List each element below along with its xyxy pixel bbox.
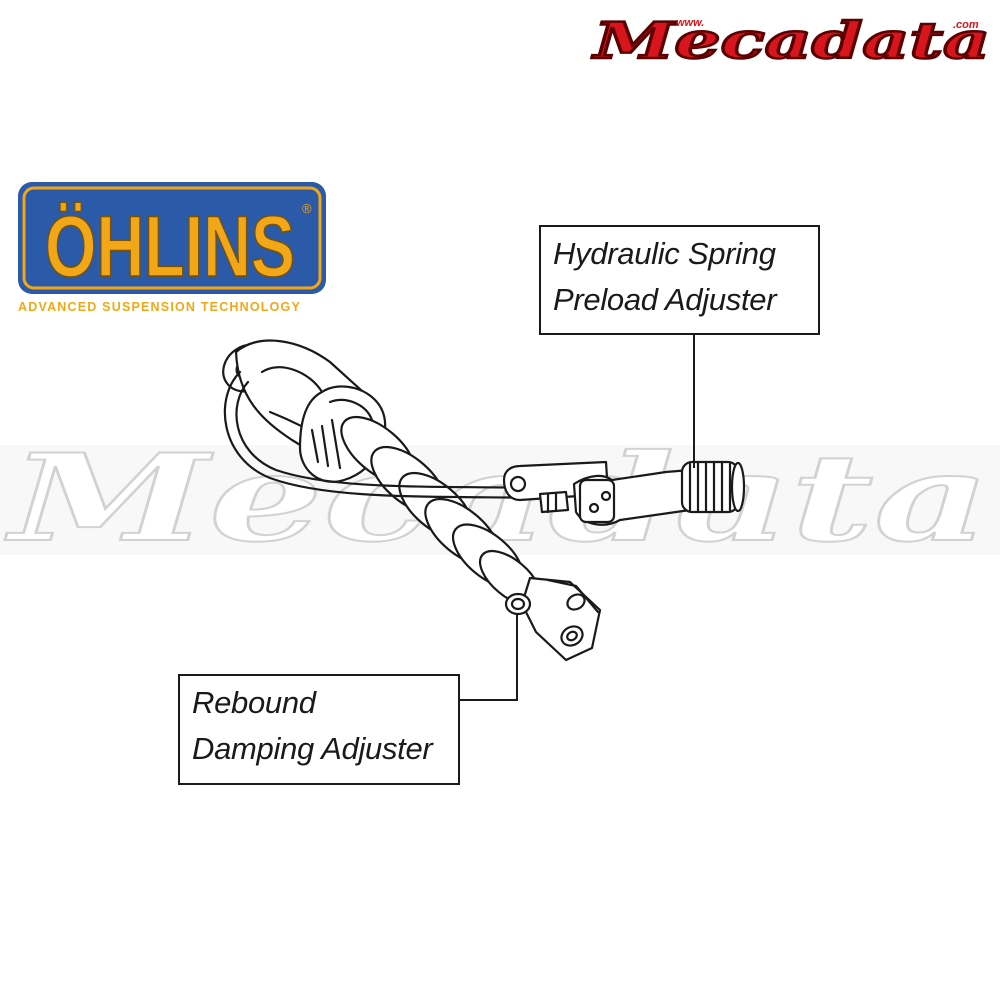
rebound-leader-line [460,614,518,701]
callout-rebound-damping-adjuster: Rebound Damping Adjuster [178,674,460,785]
mecadata-logo-suffix: .com [953,19,979,31]
preload-adjuster-unit [502,460,746,526]
coil-spring [340,415,542,607]
mecadata-logo-text: Mecadata [591,11,990,70]
callout-rebound-line1: Rebound [192,685,316,720]
callout-hydraulic-spring-preload-adjuster: Hydraulic Spring Preload Adjuster [539,225,820,335]
callout-preload-line2: Preload Adjuster [553,282,777,317]
ohlins-logo-text: ÖHLINS [45,199,295,295]
bottom-clevis [520,576,602,662]
ohlins-logo-badge [18,182,326,294]
mecadata-logo-prefix: www. [676,17,704,29]
rebound-adjuster [504,592,532,616]
callout-rebound-line2: Damping Adjuster [192,731,433,766]
hydraulic-hose [223,370,550,500]
ohlins-tagline: ADVANCED SUSPENSION TECHNOLOGY [18,300,302,314]
ohlins-registered-mark: ® [302,201,312,216]
callout-preload-line1: Hydraulic Spring [553,236,776,271]
